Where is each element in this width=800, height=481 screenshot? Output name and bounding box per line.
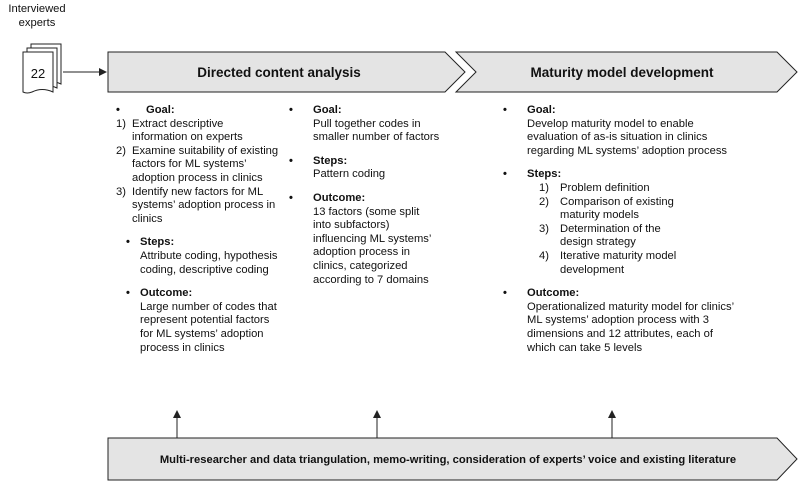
bullet: •	[126, 236, 130, 249]
item-text: Problem definition	[560, 181, 650, 194]
col2-outcome-text: 13 factors (some split into subfactors) …	[313, 205, 431, 286]
list-item: 4) Iterative maturity model development	[539, 250, 689, 277]
item-text: Examine suitability of existing factors …	[132, 144, 279, 184]
bottom-bar-text: Multi-researcher and data triangulation,…	[160, 454, 736, 466]
item-number: 1)	[539, 181, 549, 194]
list-item: 3) Determination of the design strategy	[539, 223, 689, 250]
input-label: Interviewed experts	[2, 3, 72, 30]
col3-goal-heading: Goal:	[527, 104, 556, 116]
item-number: 2)	[116, 144, 126, 157]
bullet: •	[289, 191, 293, 204]
col3-goal-section: • Goal: Develop maturity model to enable …	[503, 104, 743, 158]
input-label-line2: experts	[18, 16, 56, 29]
col3-outcome-text: Operationalized maturity model for clini…	[527, 300, 734, 354]
col1-goal-section: • Goal: 1) Extract descriptive information…	[116, 104, 281, 226]
item-number: 2)	[539, 195, 549, 208]
col3-steps-heading: Steps:	[527, 168, 562, 181]
item-number: 3)	[116, 185, 126, 198]
col2-steps-section: • Steps: Pattern coding	[289, 155, 454, 182]
input-label-line1: Interviewed	[8, 3, 66, 15]
col1-outcome-heading: Outcome:	[140, 287, 193, 300]
bullet: •	[116, 104, 120, 116]
list-item: 1) Extract descriptive information on exp…	[116, 118, 281, 145]
column-2: • Goal: Pull together codes in smaller nu…	[289, 104, 454, 297]
col1-outcome-text: Large number of codes that represent pot…	[140, 300, 277, 354]
col2-steps-heading: Steps:	[313, 154, 348, 167]
list-item: 3) Identify new factors for ML systems’ a…	[116, 186, 281, 227]
col2-goal-section: • Goal: Pull together codes in smaller nu…	[289, 104, 454, 145]
col2-goal-heading: Goal:	[313, 104, 342, 116]
phase-title-2: Maturity model development	[530, 65, 714, 80]
column-3: • Goal: Develop maturity model to enable …	[503, 104, 743, 365]
col3-steps-section: • Steps: 1) Problem definition 2) Compariso…	[503, 168, 743, 277]
bottom-bar-shape	[107, 437, 798, 481]
col1-steps-section: • Steps: Attribute coding, hypothesis cod…	[116, 236, 281, 277]
bullet: •	[503, 287, 507, 300]
list-item: 2) Comparison of existing maturity models	[539, 196, 689, 223]
col1-outcome-section: • Outcome: Large number of codes that rep…	[116, 287, 281, 355]
phase-chevron-2	[454, 51, 798, 93]
list-item: 2) Examine suitability of existing factor…	[116, 145, 281, 186]
item-text: Identify new factors for ML systems’ ado…	[132, 185, 276, 225]
bullet: •	[126, 287, 130, 300]
col3-outcome-heading: Outcome:	[527, 287, 580, 300]
col2-steps-text: Pattern coding	[313, 168, 386, 181]
col1-steps-heading: Steps:	[140, 236, 175, 249]
item-text: Comparison of existing maturity models	[560, 195, 674, 222]
item-text: Determination of the design strategy	[560, 222, 661, 249]
bullet: •	[503, 168, 507, 181]
phase-chevron-1	[107, 51, 466, 93]
list-item: 1) Problem definition	[539, 182, 689, 196]
bullet: •	[503, 104, 507, 116]
col2-outcome-heading: Outcome:	[313, 191, 366, 204]
phase-title-1: Directed content analysis	[197, 65, 361, 80]
col3-outcome-section: • Outcome: Operationalized maturity model…	[503, 287, 743, 355]
col1-goal-heading: Goal:	[146, 104, 175, 116]
item-number: 4)	[539, 249, 549, 262]
document-stack-icon	[22, 43, 62, 94]
col2-goal-text: Pull together codes in smaller number of…	[313, 117, 440, 144]
item-text: Extract descriptive information on exper…	[132, 117, 243, 144]
bullet: •	[289, 104, 293, 116]
item-number: 1)	[116, 117, 126, 130]
document-count: 22	[31, 66, 45, 81]
bullet: •	[289, 154, 293, 167]
col1-steps-text: Attribute coding, hypothesis coding, des…	[140, 249, 278, 276]
col3-goal-text: Develop maturity model to enable evaluat…	[527, 117, 728, 157]
col2-outcome-section: • Outcome: 13 factors (some split into su…	[289, 192, 454, 287]
item-number: 3)	[539, 222, 549, 235]
column-1: • Goal: 1) Extract descriptive information…	[116, 104, 281, 365]
item-text: Iterative maturity model development	[560, 249, 677, 276]
